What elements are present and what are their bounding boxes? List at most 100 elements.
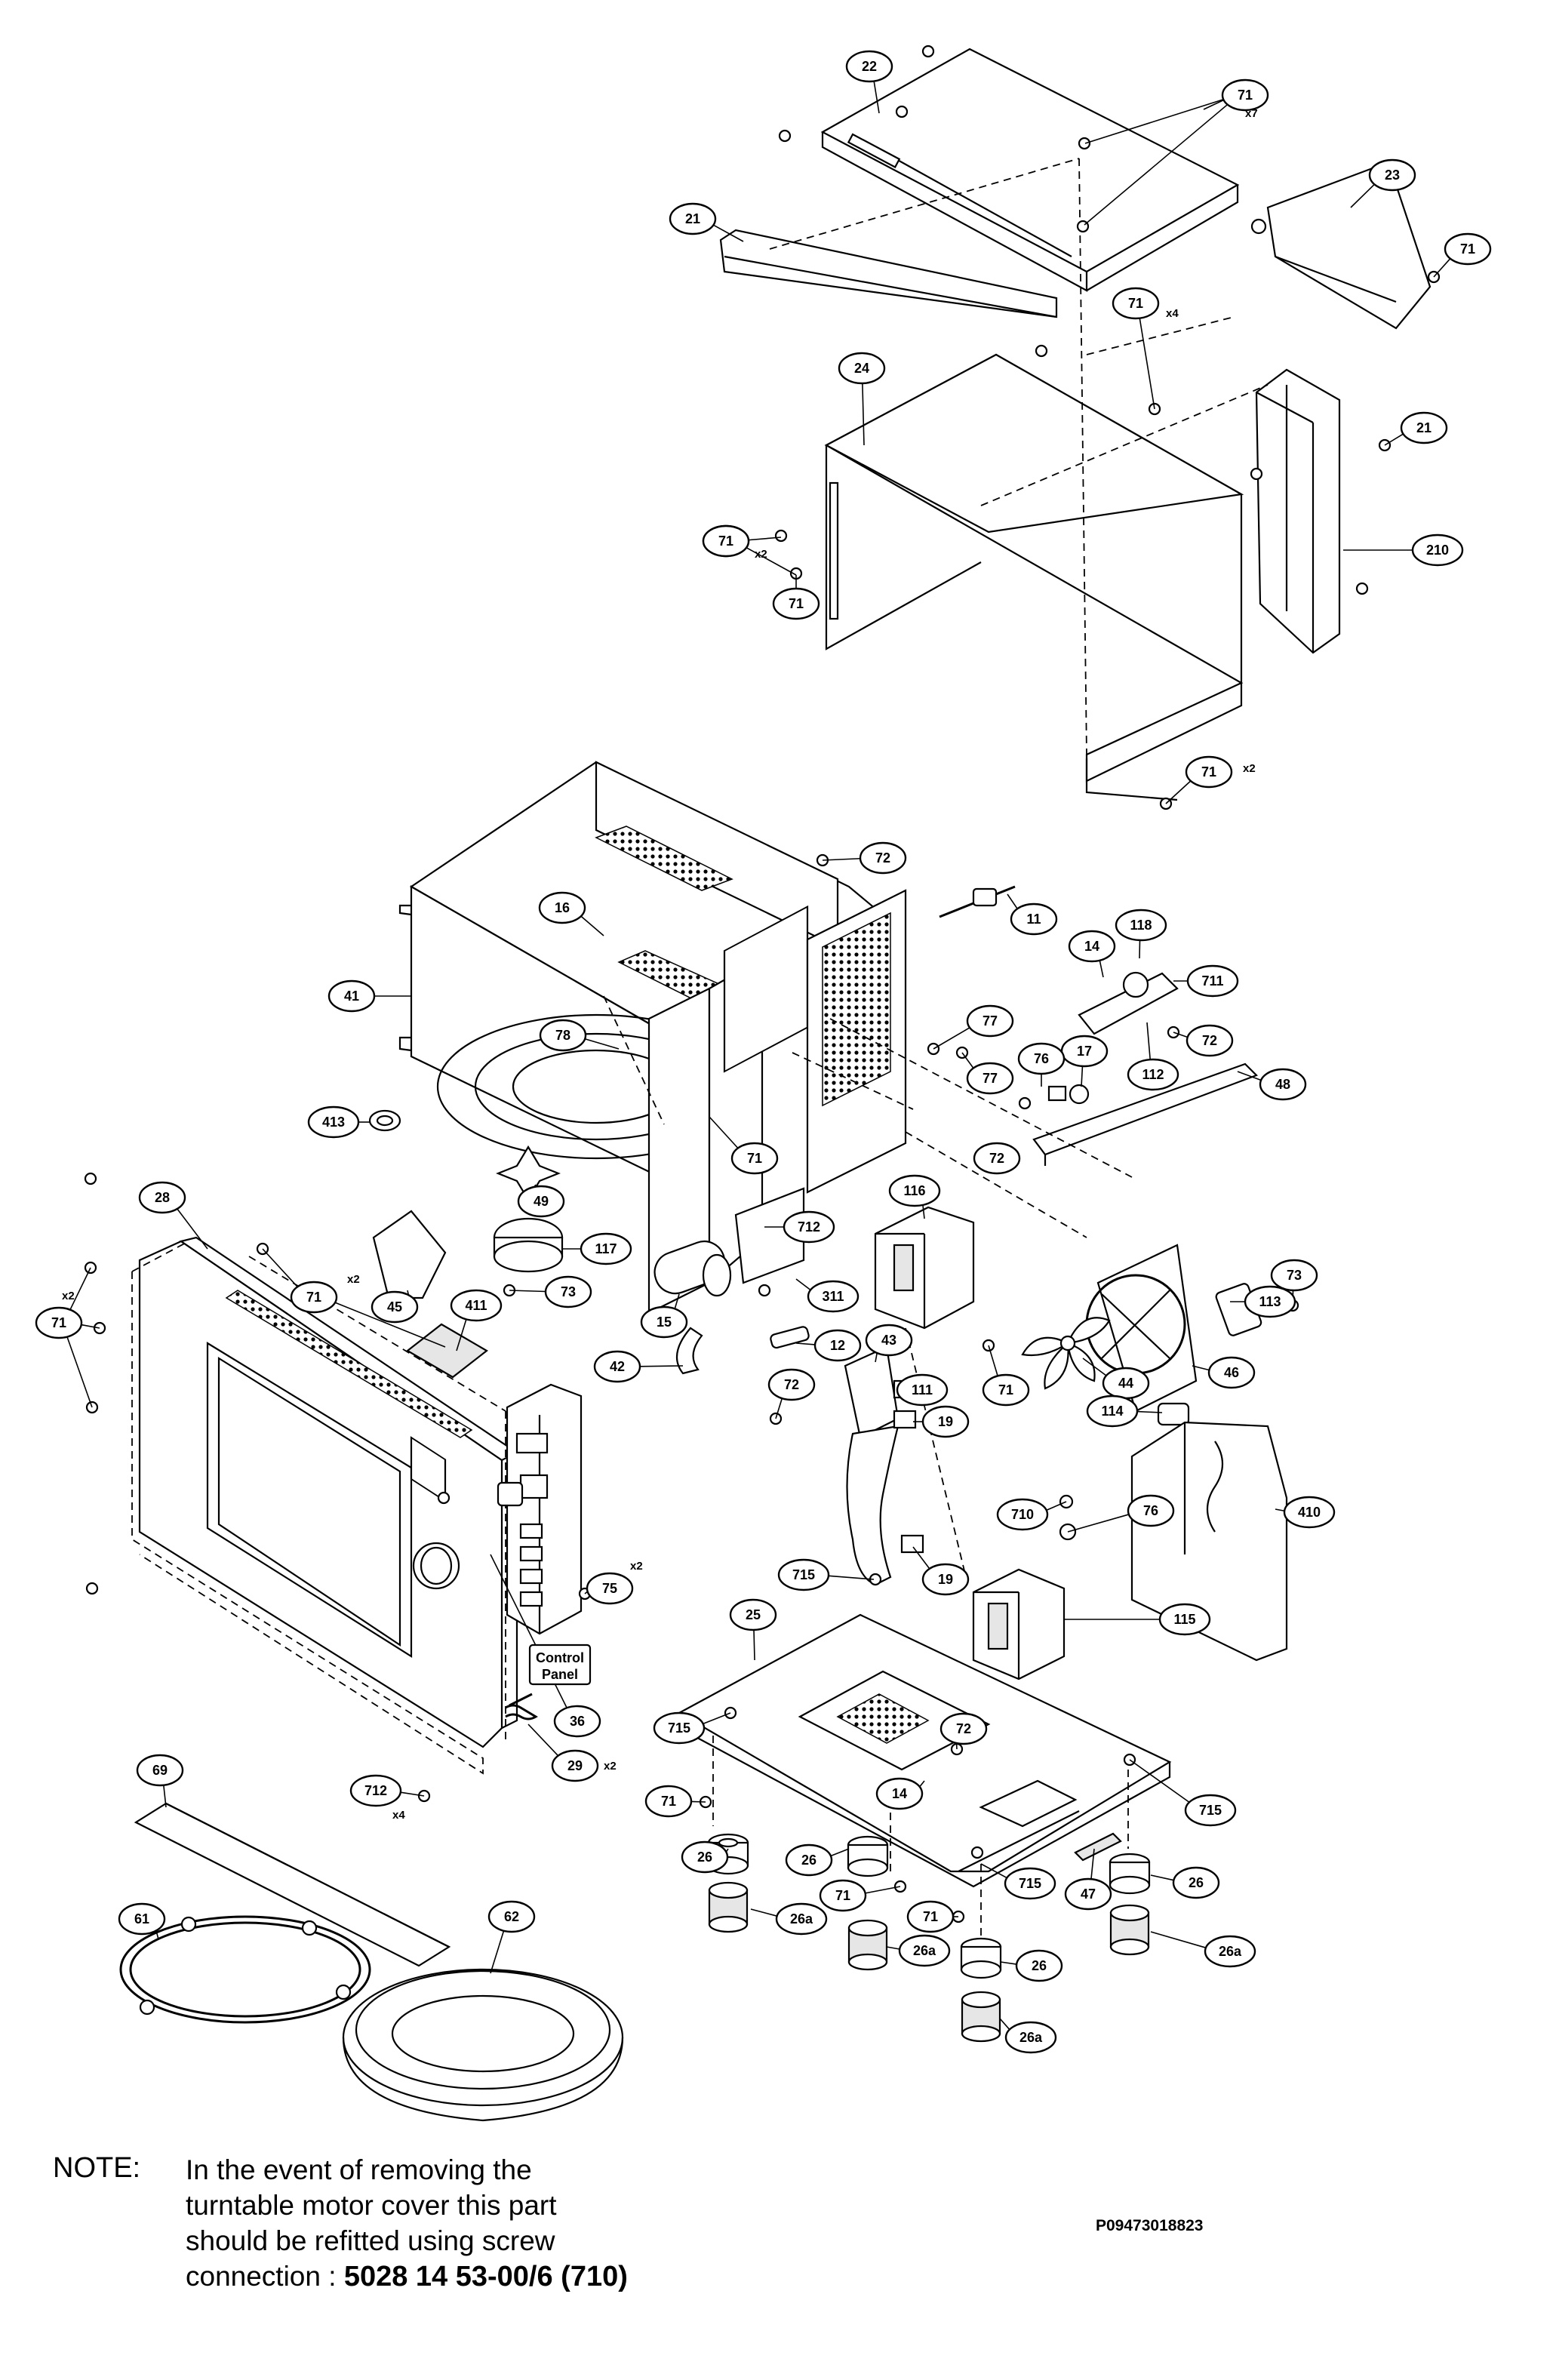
callout-number-14: 14 bbox=[892, 1786, 907, 1801]
note-part-number: 5028 14 53-00/6 (710) bbox=[343, 2261, 628, 2292]
callout-413: 413 bbox=[307, 1105, 360, 1139]
callout-leader-71 bbox=[865, 1886, 901, 1894]
callout-bubble-76 bbox=[1127, 1494, 1175, 1527]
foot-part-26a-c bbox=[961, 1991, 1001, 2043]
note-line-1: In the event of removing the bbox=[186, 2154, 532, 2185]
foot-part-26-b bbox=[847, 1835, 889, 1877]
callout-number-71: 71 bbox=[1201, 764, 1216, 779]
callout-number-43: 43 bbox=[881, 1333, 896, 1348]
callout-number-26a: 26a bbox=[790, 1911, 813, 1926]
callout-leader-26 bbox=[1150, 1874, 1174, 1881]
strip-part-69 bbox=[134, 1802, 451, 1967]
callout-number-11: 11 bbox=[1026, 912, 1041, 927]
callout-leader-71 bbox=[1165, 780, 1192, 804]
callout-leader-118 bbox=[1139, 939, 1141, 959]
callout-bubble-26 bbox=[1015, 1949, 1063, 1982]
callout-bubble-71 bbox=[1112, 287, 1160, 320]
callout-leader-71 bbox=[81, 1324, 100, 1329]
callout-number-75: 75 bbox=[602, 1581, 617, 1596]
motor-part-114 bbox=[1157, 1402, 1190, 1426]
callout-24: 24 bbox=[838, 352, 886, 385]
note-heading: NOTE: bbox=[53, 2152, 141, 2184]
callout-113: 113 bbox=[1244, 1285, 1296, 1318]
callout-leader-28 bbox=[177, 1208, 208, 1250]
door-part-28 bbox=[138, 1236, 519, 1748]
cover-part-45 bbox=[372, 1210, 447, 1299]
callout-number-69: 69 bbox=[152, 1763, 168, 1778]
callout-bubble-72 bbox=[767, 1368, 816, 1401]
callout-77: 77 bbox=[966, 1062, 1014, 1095]
callout-leader-42 bbox=[639, 1365, 684, 1367]
callout-leader-411 bbox=[456, 1319, 467, 1351]
callout-bubble-71 bbox=[819, 1879, 867, 1912]
callout-number-71: 71 bbox=[998, 1382, 1013, 1398]
callout-leader-24 bbox=[862, 383, 865, 446]
callout-number-26: 26 bbox=[801, 1853, 816, 1868]
callout-61: 61 bbox=[118, 1902, 166, 1936]
callout-bubble-711 bbox=[1186, 964, 1239, 998]
callout-72: 72 bbox=[859, 841, 907, 875]
callout-number-71: 71 bbox=[835, 1888, 850, 1903]
callout-number-72: 72 bbox=[1202, 1033, 1217, 1048]
callout-bubble-26a bbox=[1204, 1935, 1256, 1968]
callout-leader-71 bbox=[1084, 103, 1229, 226]
callout-number-73: 73 bbox=[1287, 1268, 1302, 1283]
callout-48: 48 bbox=[1259, 1068, 1307, 1101]
callout-leader-46 bbox=[1192, 1365, 1210, 1371]
callout-bubble-23 bbox=[1368, 158, 1416, 192]
callout-210: 210 bbox=[1411, 534, 1464, 567]
callout-bubble-715 bbox=[1004, 1867, 1056, 1900]
callout-bubble-118 bbox=[1115, 909, 1167, 942]
callout-71: 71 bbox=[906, 1900, 955, 1933]
callout-bubble-47 bbox=[1064, 1877, 1112, 1911]
callout-bubble-411 bbox=[450, 1289, 503, 1322]
callout-bubbles: 2271x723217171x424712171x22107171x272161… bbox=[35, 50, 1492, 2054]
callout-710: 710 bbox=[996, 1498, 1049, 1531]
callout-bubble-43 bbox=[865, 1324, 913, 1357]
callout-leader-62 bbox=[490, 1930, 505, 1974]
callout-bubble-26 bbox=[1172, 1866, 1220, 1899]
callout-leader-26a bbox=[1150, 1931, 1207, 1948]
callout-bubble-410 bbox=[1283, 1496, 1336, 1529]
callout-number-111: 111 bbox=[912, 1382, 933, 1398]
callout-leader-11 bbox=[1007, 893, 1018, 909]
callout-26: 26 bbox=[1015, 1949, 1063, 1982]
callout-bubble-116 bbox=[888, 1174, 941, 1207]
callout-bubble-73 bbox=[1270, 1259, 1318, 1292]
callout-number-48: 48 bbox=[1275, 1077, 1290, 1092]
turntable-motor-part-117 bbox=[493, 1217, 564, 1273]
callout-number-71: 71 bbox=[1460, 241, 1475, 257]
callout-bubble-48 bbox=[1259, 1068, 1307, 1101]
callout-leader-77 bbox=[933, 1027, 970, 1050]
callout-bubble-77 bbox=[966, 1004, 1014, 1038]
callout-number-26: 26 bbox=[1032, 1958, 1047, 1973]
callout-number-71: 71 bbox=[306, 1290, 321, 1305]
callout-number-711: 711 bbox=[1201, 973, 1223, 989]
callout-bubble-21 bbox=[1400, 411, 1448, 444]
callout-23: 23 bbox=[1368, 158, 1416, 192]
callout-311: 311 bbox=[807, 1280, 860, 1313]
callout-quantity-29: x2 bbox=[604, 1760, 617, 1773]
callout-number-49: 49 bbox=[534, 1194, 549, 1209]
callout-bubble-76 bbox=[1017, 1042, 1066, 1075]
front-frame-assembly bbox=[647, 905, 809, 1315]
thermal-fuse-part-11 bbox=[939, 885, 1016, 918]
callout-62: 62 bbox=[487, 1900, 536, 1933]
callout-26a: 26a bbox=[898, 1934, 951, 1967]
callout-leader-14 bbox=[919, 1780, 925, 1788]
callout-number-77: 77 bbox=[983, 1071, 998, 1086]
callout-leader-71 bbox=[1139, 318, 1155, 410]
callout-715: 715 bbox=[653, 1711, 706, 1745]
callout-leader-78 bbox=[584, 1038, 620, 1050]
callout-leader-715 bbox=[703, 1712, 731, 1725]
callout-number-21: 21 bbox=[685, 211, 700, 226]
callout-22: 22 bbox=[845, 50, 893, 83]
callout-bubble-712 bbox=[349, 1774, 402, 1807]
knob-part-17 bbox=[1047, 1084, 1090, 1105]
callout-leader-29 bbox=[527, 1724, 559, 1757]
callout-77: 77 bbox=[966, 1004, 1014, 1038]
